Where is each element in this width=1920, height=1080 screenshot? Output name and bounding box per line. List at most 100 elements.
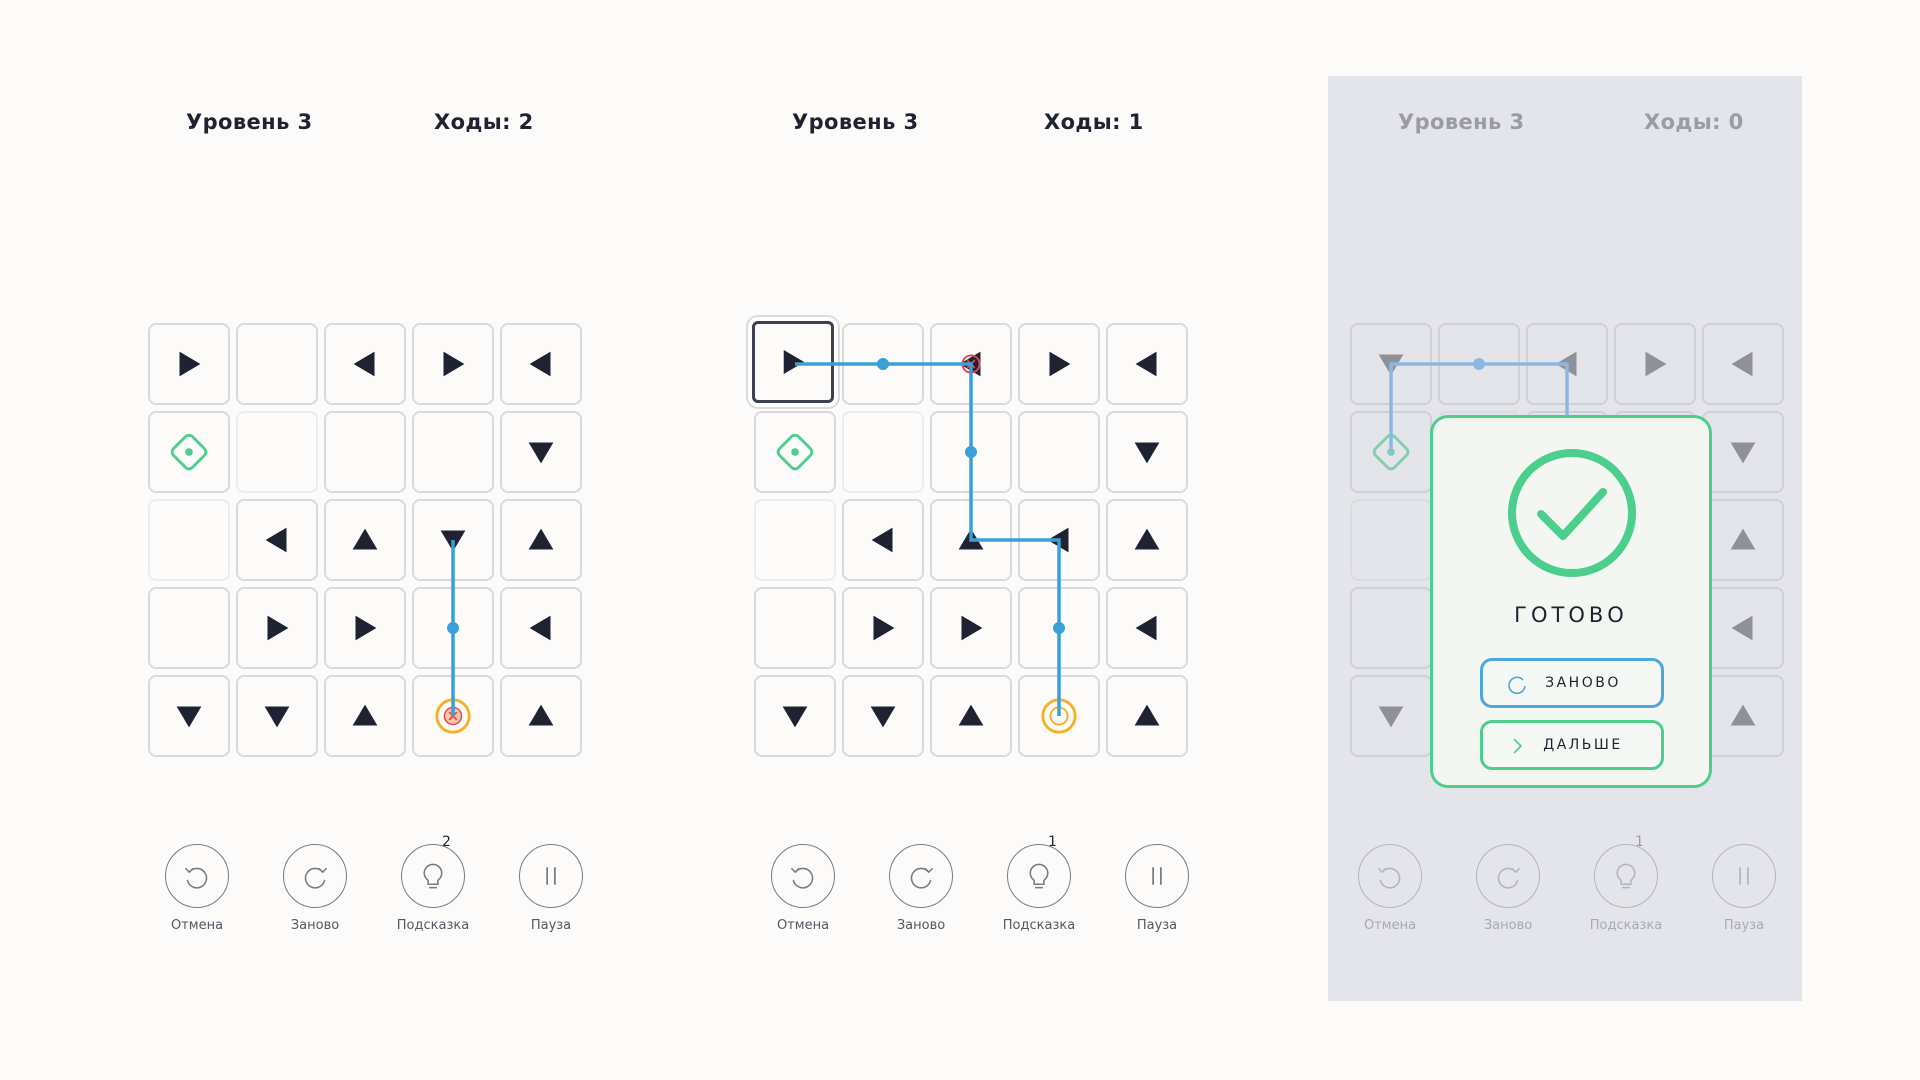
grid-cell-0-1[interactable] [1438,323,1520,405]
grid-cell-3-3[interactable] [412,587,494,669]
pause-button[interactable]: Пауза [1694,844,1794,933]
chevron-right-icon [1513,738,1523,754]
pause-button[interactable]: Пауза [1107,844,1207,933]
grid-cell-4-0[interactable] [148,675,230,757]
restart-button[interactable]: Заново [1458,844,1558,933]
hint-button[interactable]: 1 Подсказка [989,834,1089,933]
hint-count-badge: 1 [1635,834,1644,850]
start-diamond-icon [776,433,814,471]
grid-cell-2-2[interactable] [930,499,1012,581]
grid-cell-2-4[interactable] [1702,499,1784,581]
grid-cell-4-1[interactable] [236,675,318,757]
grid-cell-3-4[interactable] [500,587,582,669]
arrow-right-icon [873,615,895,641]
arrow-left-icon [1047,527,1069,553]
grid-cell-2-1[interactable] [842,499,924,581]
arrow-up-icon [958,704,984,726]
arrow-right-icon [355,615,377,641]
grid-cell-2-4[interactable] [500,499,582,581]
grid-cell-2-0[interactable] [754,499,836,581]
grid-cell-1-4[interactable] [500,411,582,493]
arrow-left-icon [353,351,375,377]
grid-cell-2-0[interactable] [148,499,230,581]
grid-cell-0-2[interactable] [930,323,1012,405]
hint-label: Подсказка [1002,918,1076,933]
grid-cell-4-0[interactable] [754,675,836,757]
grid-cell-1-3[interactable] [412,411,494,493]
grid-cell-4-4[interactable] [1702,675,1784,757]
grid-cell-0-3[interactable] [412,323,494,405]
grid-cell-0-1[interactable] [236,323,318,405]
grid-cell-3-2[interactable] [930,587,1012,669]
grid-cell-2-2[interactable] [324,499,406,581]
restart-button[interactable]: Заново [871,844,971,933]
grid-cell-0-3[interactable] [1018,323,1100,405]
grid-cell-0-2[interactable] [1526,323,1608,405]
grid-cell-2-3[interactable] [412,499,494,581]
grid-cell-1-2[interactable] [324,411,406,493]
grid-cell-3-4[interactable] [1702,587,1784,669]
grid-cell-4-2[interactable] [324,675,406,757]
hint-button[interactable]: 1 Подсказка [1576,834,1676,933]
grid-cell-4-4[interactable] [1106,675,1188,757]
grid-cell-4-3[interactable] [1018,675,1100,757]
grid-cell-1-4[interactable] [1106,411,1188,493]
grid-cell-3-0[interactable] [148,587,230,669]
grid-cell-0-0[interactable] [752,321,834,403]
grid-cell-4-3[interactable] [412,675,494,757]
grid-cell-1-1[interactable] [842,411,924,493]
grid-cell-3-1[interactable] [842,587,924,669]
restart-button[interactable]: Заново [265,844,365,933]
level-label: Уровень 3 [1398,110,1525,134]
undo-label: Отмена [776,918,830,933]
lightbulb-icon [1594,844,1658,908]
grid-cell-2-1[interactable] [236,499,318,581]
undo-label: Отмена [170,918,224,933]
restart-level-button[interactable]: ЗАНОВО [1480,658,1664,708]
grid-cell-2-0[interactable] [1350,499,1432,581]
arrow-up-icon [352,704,378,726]
pause-label: Пауза [530,918,572,933]
next-level-button[interactable]: ДАЛЬШЕ [1480,720,1664,770]
undo-icon [1358,844,1422,908]
grid-cell-1-4[interactable] [1702,411,1784,493]
undo-button[interactable]: Отмена [1340,844,1440,933]
grid-cell-4-0[interactable] [1350,675,1432,757]
undo-button[interactable]: Отмена [753,844,853,933]
grid-cell-4-1[interactable] [842,675,924,757]
arrow-left-icon [1731,351,1753,377]
grid-cell-0-2[interactable] [324,323,406,405]
grid-cell-0-0[interactable] [148,323,230,405]
hint-button[interactable]: 2 Подсказка [383,834,483,933]
level-label: Уровень 3 [792,110,919,134]
grid-cell-0-1[interactable] [842,323,924,405]
grid-cell-0-4[interactable] [500,323,582,405]
grid-cell-1-3[interactable] [1018,411,1100,493]
grid-cell-3-0[interactable] [1350,587,1432,669]
grid-cell-0-3[interactable] [1614,323,1696,405]
arrow-left-icon [1135,351,1157,377]
grid-cell-4-2[interactable] [930,675,1012,757]
undo-button[interactable]: Отмена [147,844,247,933]
grid-cell-3-1[interactable] [236,587,318,669]
grid-cell-1-2[interactable] [930,411,1012,493]
arrow-left-icon [1731,615,1753,641]
pause-button[interactable]: Пауза [501,844,601,933]
grid-cell-1-0[interactable] [1350,411,1432,493]
grid-cell-0-4[interactable] [1106,323,1188,405]
grid-cell-3-0[interactable] [754,587,836,669]
grid-cell-4-4[interactable] [500,675,582,757]
grid-cell-1-0[interactable] [148,411,230,493]
arrow-down-icon [440,530,466,552]
grid-cell-1-1[interactable] [236,411,318,493]
grid-cell-0-4[interactable] [1702,323,1784,405]
grid-cell-1-0[interactable] [754,411,836,493]
arrow-up-icon [352,528,378,550]
level-label: Уровень 3 [186,110,313,134]
grid-cell-3-4[interactable] [1106,587,1188,669]
grid-cell-3-3[interactable] [1018,587,1100,669]
grid-cell-2-3[interactable] [1018,499,1100,581]
grid-cell-0-0[interactable] [1350,323,1432,405]
grid-cell-2-4[interactable] [1106,499,1188,581]
grid-cell-3-2[interactable] [324,587,406,669]
